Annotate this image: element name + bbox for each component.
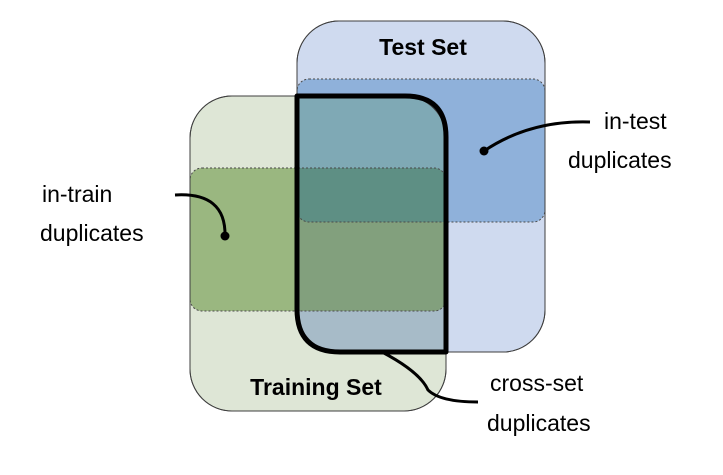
in-train-callout-dot — [220, 231, 230, 241]
in-train-duplicates-outline — [189, 167, 447, 312]
both-duplicates-overlap-region — [297, 168, 446, 222]
test-set-title: Test Set — [379, 34, 467, 60]
cross-set-callout-label-line2: duplicates — [487, 410, 591, 436]
in-test-duplicates-outline — [296, 78, 546, 223]
cross-set-callout-label-line1: cross-set — [490, 370, 584, 396]
in-test-callout-line — [483, 120, 591, 153]
training-set-title: Training Set — [250, 374, 382, 400]
in-test-callout-dot — [479, 146, 489, 156]
cross-set-duplicates-outline — [294, 93, 449, 355]
in-train-callout-label-line1: in-train — [42, 181, 112, 207]
in-train-callout-label-line2: duplicates — [40, 220, 144, 246]
in-train-callout-line — [174, 193, 227, 237]
cross-set-callout-line — [381, 350, 479, 404]
in-test-callout-label-line1: in-test — [604, 108, 667, 134]
in-test-callout-label-line2: duplicates — [568, 147, 672, 173]
